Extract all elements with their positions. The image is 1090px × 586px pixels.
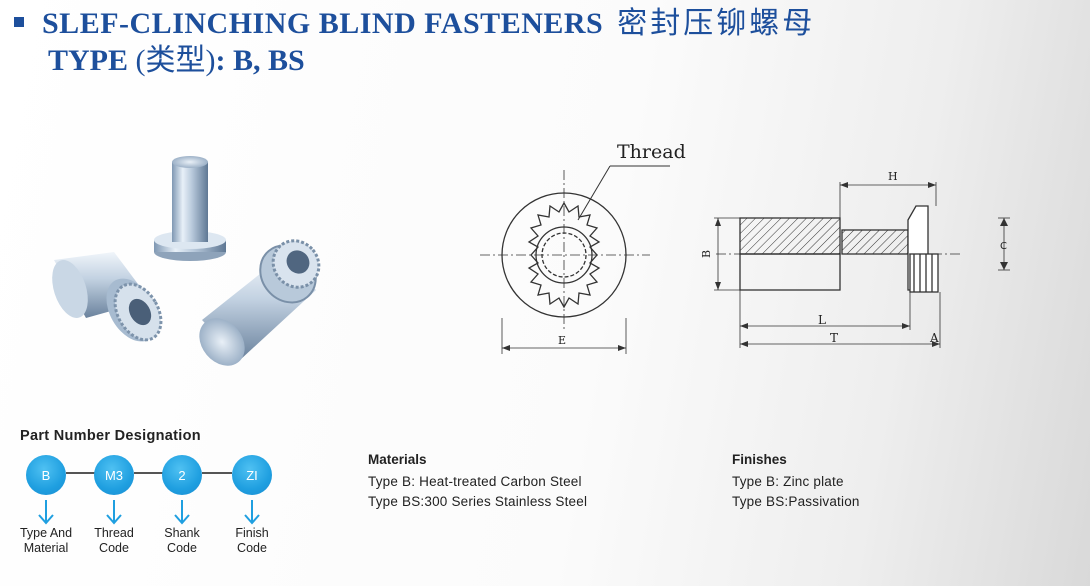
code-connector (134, 472, 172, 474)
code-label-line: Code (167, 541, 197, 555)
title-chinese: 密封压铆螺母 (617, 7, 816, 40)
arrow-down-icon (244, 500, 260, 525)
finishes-line: Type B: Zinc plate (732, 474, 844, 489)
fastener-product-image (52, 156, 321, 366)
materials-section: Materials Type B: Heat-treated Carbon St… (368, 452, 587, 512)
code-label-line: Code (237, 541, 267, 555)
code-connector (202, 472, 232, 474)
arrow-down-icon (174, 500, 190, 525)
code-label-finish: Finish Code (213, 526, 291, 556)
fastener-right (199, 239, 321, 366)
page-title: SLEF-CLINCHING BLIND FASTENERS 密封压铆螺母 (14, 6, 815, 42)
type-values: : B, BS (215, 44, 305, 77)
code-label-type: Type And Material (7, 526, 85, 556)
dim-e-label: E (558, 334, 566, 347)
code-circle-shank: 2 (162, 455, 202, 495)
title-bullet (14, 17, 24, 28)
front-view (480, 165, 670, 354)
code-label-line: Thread (94, 526, 134, 540)
materials-title: Materials (368, 452, 427, 467)
arrow-down-icon (38, 500, 54, 525)
code-label-shank: Shank Code (143, 526, 221, 556)
type-chinese: (类型) (135, 44, 216, 77)
technical-drawing: Thread E B H L T A C (480, 141, 1010, 354)
code-label-line: Material (23, 541, 69, 555)
finishes-title: Finishes (732, 452, 787, 467)
fastener-left (52, 252, 163, 342)
code-connector (66, 472, 104, 474)
code-label-line: Shank (164, 526, 200, 540)
thread-label: Thread (617, 141, 686, 163)
code-circle-thread: M3 (94, 455, 134, 495)
code-circle-type: B (26, 455, 66, 495)
materials-line: Type BS:300 Series Stainless Steel (368, 494, 588, 509)
code-label-thread: Thread Code (75, 526, 153, 556)
code-label-line: Code (99, 541, 129, 555)
type-prefix: TYPE (48, 44, 129, 77)
dim-h-label: H (888, 170, 898, 183)
finishes-section: Finishes Type B: Zinc plate Type BS:Pass… (732, 452, 860, 512)
code-circle-finish: ZI (232, 455, 272, 495)
dim-b-label: B (700, 250, 713, 258)
code-label-line: Type And (19, 526, 73, 540)
dim-c-label: C (1000, 241, 1007, 252)
dim-l-label: L (818, 313, 826, 327)
fastener-standing (154, 156, 226, 261)
arrow-down-icon (106, 500, 122, 525)
dim-a-label: A (929, 331, 939, 345)
part-number-title: Part Number Designation (20, 428, 201, 444)
part-number-designation: Part Number Designation B M3 2 ZI Type A… (10, 426, 310, 576)
type-line: TYPE (类型): B, BS (48, 42, 815, 80)
code-label-line: Finish (235, 526, 269, 540)
side-view (714, 182, 1010, 348)
title-block: SLEF-CLINCHING BLIND FASTENERS 密封压铆螺母 TYP… (14, 6, 815, 80)
title-english: SLEF-CLINCHING BLIND FASTENERS (42, 7, 604, 40)
dim-t-label: T (830, 331, 838, 345)
finishes-line: Type BS:Passivation (732, 494, 860, 509)
materials-line: Type B: Heat-treated Carbon Steel (368, 474, 582, 489)
